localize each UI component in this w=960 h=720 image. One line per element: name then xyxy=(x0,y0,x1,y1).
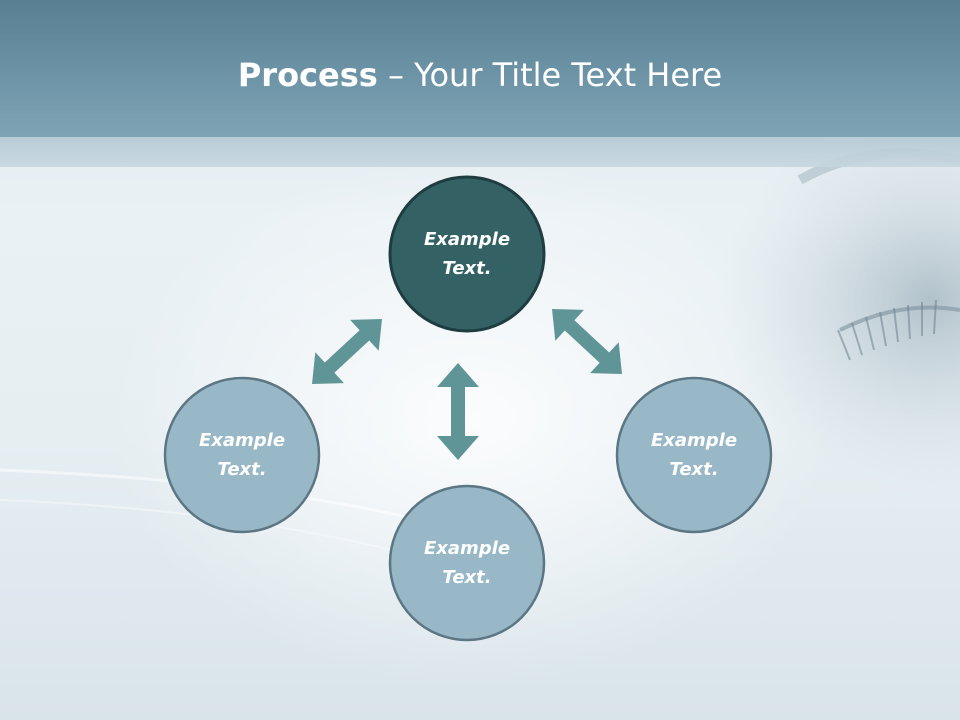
arrow-top-bottom xyxy=(437,363,479,460)
node-right-label: Example Text. xyxy=(650,430,738,480)
node-bottom-circle xyxy=(388,484,546,642)
arrow-top-right xyxy=(552,309,622,374)
node-left-label: Example Text. xyxy=(198,430,286,480)
title-rest: – Your Title Text Here xyxy=(377,56,723,94)
title-bar-band xyxy=(0,137,960,167)
title-bar xyxy=(0,0,960,137)
node-bottom-label: Example Text. xyxy=(423,538,511,588)
slide-title: Process – Your Title Text Here xyxy=(0,52,960,98)
node-left-circle xyxy=(163,376,321,534)
arrow-top-left xyxy=(312,319,382,384)
node-top-circle xyxy=(388,175,546,333)
title-bold: Process xyxy=(237,56,378,94)
node-right-circle xyxy=(615,376,773,534)
node-top-label: Example Text. xyxy=(423,229,511,279)
